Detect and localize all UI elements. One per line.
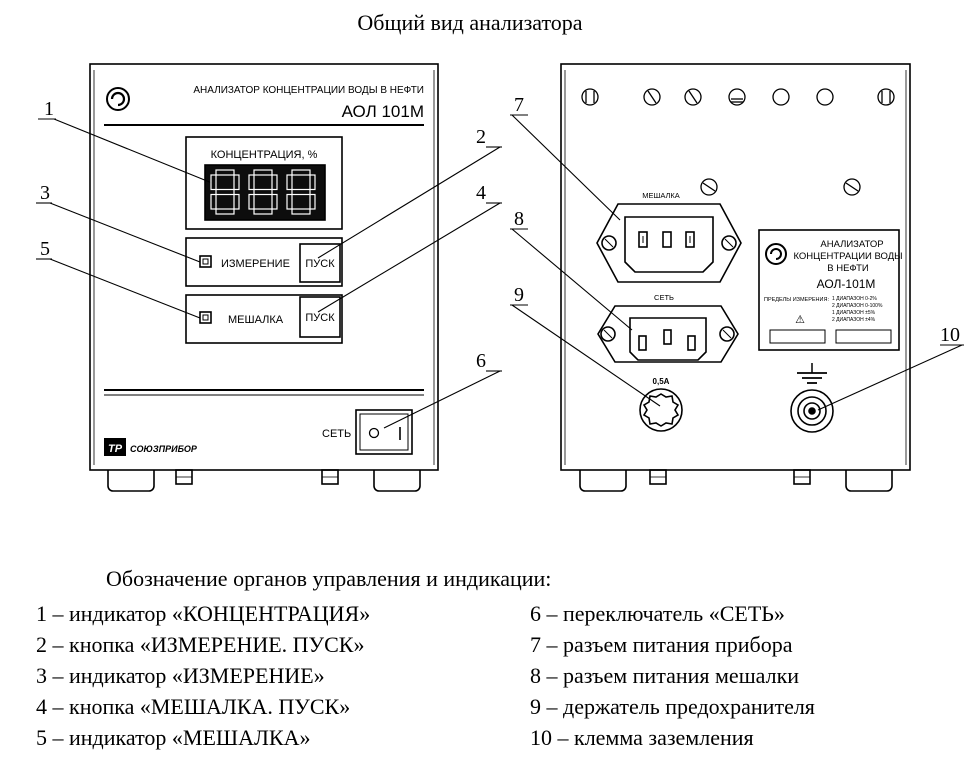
mixer-button-label: ПУСК bbox=[305, 312, 335, 324]
digit-segment bbox=[271, 174, 278, 191]
digit-segment bbox=[309, 193, 316, 210]
digit-segment bbox=[215, 208, 235, 215]
front-header: АНАЛИЗАТОР КОНЦЕНТРАЦИИ ВОДЫ В НЕФТИ bbox=[193, 85, 424, 96]
display-digits bbox=[210, 169, 316, 215]
legend-item: 9 – держатель предохранителя bbox=[530, 694, 815, 719]
screw-row bbox=[581, 88, 895, 196]
callout-4: 4 bbox=[476, 182, 486, 204]
digit-segment bbox=[309, 174, 316, 191]
plate-title-1: АНАЛИЗАТОР bbox=[820, 239, 883, 250]
callout-6: 6 bbox=[476, 350, 486, 372]
brand-name: СОЮЗПРИБОР bbox=[130, 444, 198, 454]
digit-segment bbox=[233, 174, 240, 191]
mixer-start-button bbox=[299, 296, 341, 338]
legend-right: 6 – переключатель «СЕТЬ» 7 – разъем пита… bbox=[530, 598, 815, 753]
power-socket-label: СЕТЬ bbox=[654, 293, 674, 302]
digit-segment bbox=[215, 188, 235, 196]
measurement-button-label: ПУСК bbox=[305, 258, 335, 270]
callout-3: 3 bbox=[40, 182, 50, 204]
brand-logo-icon: TP bbox=[104, 438, 126, 456]
mixer-socket-label: МЕШАЛКА bbox=[642, 191, 680, 200]
plate-model: АОЛ-101М bbox=[817, 277, 876, 291]
legend-item: 1 – индикатор «КОНЦЕНТРАЦИЯ» bbox=[36, 601, 371, 626]
plate-title-2: КОНЦЕНТРАЦИИ ВОДЫ bbox=[793, 251, 902, 262]
callout-10: 10 bbox=[940, 324, 960, 346]
fuse-holder bbox=[639, 388, 683, 432]
callout-2: 2 bbox=[476, 126, 486, 148]
mixer-panel bbox=[185, 294, 343, 344]
measurement-indicator bbox=[199, 255, 212, 268]
fuse-label: 0,5А bbox=[653, 377, 670, 386]
digit-segment bbox=[253, 208, 273, 215]
back-view bbox=[560, 63, 911, 492]
legend-item: 5 – индикатор «МЕШАЛКА» bbox=[36, 725, 311, 750]
callout-1: 1 bbox=[44, 98, 54, 120]
digit-segment bbox=[253, 169, 273, 176]
mixer-label: МЕШАЛКА bbox=[228, 314, 284, 326]
plate-title-3: В НЕФТИ bbox=[827, 263, 869, 274]
legend-item: 4 – кнопка «МЕШАЛКА. ПУСК» bbox=[36, 694, 351, 719]
digit-segment bbox=[291, 188, 311, 196]
digit-segment bbox=[210, 174, 217, 191]
power-socket bbox=[597, 305, 739, 363]
legend-item: 10 – клемма заземления bbox=[530, 725, 754, 750]
callout-leaders bbox=[36, 114, 964, 429]
logo-icon bbox=[106, 87, 130, 111]
measurement-start-button bbox=[299, 243, 341, 283]
callout-9: 9 bbox=[514, 284, 524, 306]
legend-item: 8 – разъем питания мешалки bbox=[530, 663, 800, 688]
digit-segment bbox=[291, 208, 311, 215]
digit-segment bbox=[233, 193, 240, 210]
digit-segment bbox=[253, 188, 273, 196]
svg-text:TP: TP bbox=[108, 443, 123, 455]
plate-range-2: 2 ДИАПАЗОН 0-100% bbox=[832, 303, 883, 309]
power-switch bbox=[355, 409, 413, 455]
plate-ranges-label: ПРЕДЕЛЫ ИЗМЕРЕНИЯ: bbox=[764, 297, 829, 303]
digit-segment bbox=[248, 193, 255, 210]
warning-icon: ⚠ bbox=[795, 314, 805, 326]
digit-segment bbox=[291, 169, 311, 176]
legend-title: Обозначение органов управления и индикац… bbox=[106, 566, 552, 591]
measurement-panel bbox=[185, 237, 343, 287]
digit-segment bbox=[286, 193, 293, 210]
display-label: КОНЦЕНТРАЦИЯ, % bbox=[211, 149, 318, 161]
measurement-label: ИЗМЕРЕНИЕ bbox=[221, 258, 290, 270]
mixer-indicator bbox=[199, 311, 212, 324]
digit-segment bbox=[215, 169, 235, 176]
plate-range-4: 2 ДИАПАЗОН ±4% bbox=[832, 317, 876, 323]
legend-left: 1 – индикатор «КОНЦЕНТРАЦИЯ» 2 – кнопка … bbox=[36, 598, 370, 753]
front-housing bbox=[89, 63, 439, 471]
legend-item: 2 – кнопка «ИЗМЕРЕНИЕ. ПУСК» bbox=[36, 632, 365, 657]
ground-terminal bbox=[790, 363, 834, 433]
front-view bbox=[89, 63, 439, 492]
rating-plate bbox=[758, 229, 900, 351]
digit-segment bbox=[286, 174, 293, 191]
front-model: АОЛ 101М bbox=[342, 102, 424, 121]
plate-range-3: 1 ДИАПАЗОН ±5% bbox=[832, 310, 876, 316]
digit-segment bbox=[271, 193, 278, 210]
mixer-socket bbox=[596, 203, 742, 283]
legend-item: 7 – разъем питания прибора bbox=[530, 632, 793, 657]
digit-segment bbox=[248, 174, 255, 191]
legend-item: 3 – индикатор «ИЗМЕРЕНИЕ» bbox=[36, 663, 325, 688]
plate-range-1: 1 ДИАПАЗОН 0-2% bbox=[832, 296, 877, 302]
concentration-display bbox=[185, 136, 343, 230]
callout-5: 5 bbox=[40, 238, 50, 260]
back-housing bbox=[560, 63, 911, 471]
power-switch-label: СЕТЬ bbox=[322, 428, 351, 440]
digit-segment bbox=[210, 193, 217, 210]
callout-8: 8 bbox=[514, 208, 524, 230]
callout-7: 7 bbox=[514, 94, 524, 116]
diagram-title: Общий вид анализатора bbox=[357, 10, 583, 35]
legend-item: 6 – переключатель «СЕТЬ» bbox=[530, 601, 785, 626]
